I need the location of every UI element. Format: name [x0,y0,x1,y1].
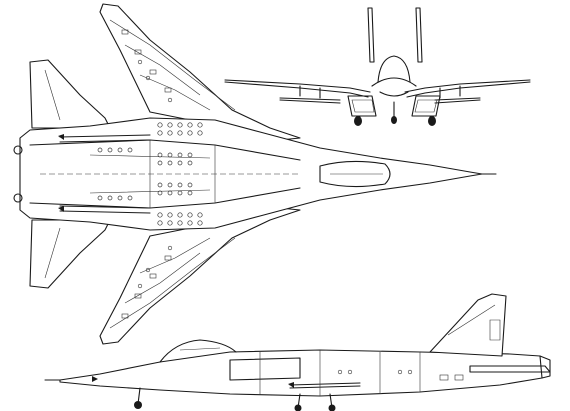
side-view [44,293,551,411]
side-canopy [159,339,237,363]
front-intake-right [411,95,441,117]
front-intake-left [347,95,377,117]
canopy-top [319,160,391,188]
front-wing-right [404,79,531,93]
front-canopy [377,55,411,83]
lower-stabilizer [29,219,111,289]
front-wing-left [224,79,371,93]
access-panels [97,122,203,226]
front-view [224,7,531,126]
top-view [13,3,497,345]
side-vertical-tail [429,293,507,357]
side-fuselage [59,349,543,397]
front-tail-right [415,7,423,63]
upper-stabilizer [29,59,111,129]
front-tail-left [367,7,375,63]
